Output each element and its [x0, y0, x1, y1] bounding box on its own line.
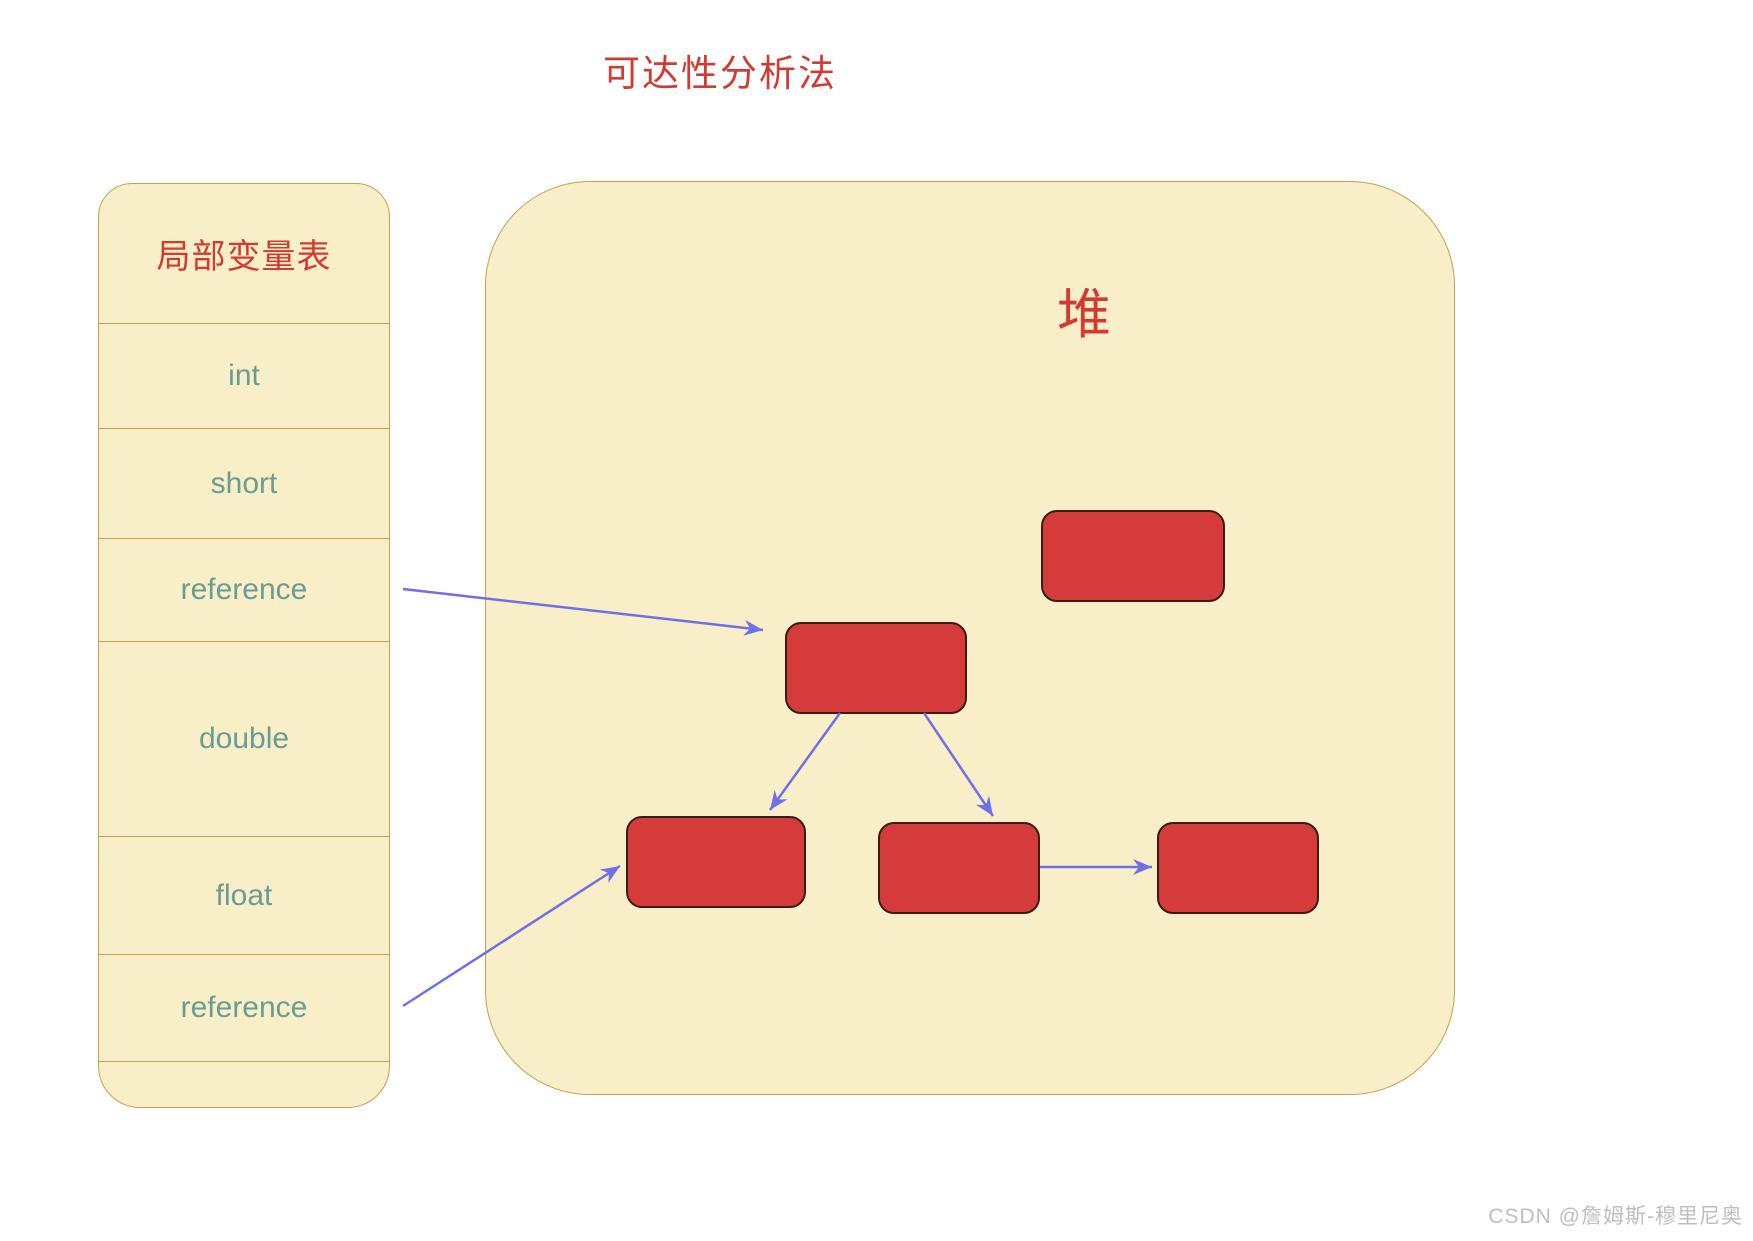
heap-object-c: [878, 822, 1040, 914]
table-row-reference-1: reference: [99, 538, 389, 641]
heap-label: 堆: [1057, 285, 1111, 345]
table-row-int: int: [99, 323, 389, 428]
local-variable-table: 局部变量表 int short reference double float r…: [98, 183, 390, 1108]
watermark: CSDN @詹姆斯-穆里尼奥: [1488, 1205, 1743, 1228]
table-row-short: short: [99, 428, 389, 538]
diagram-title: 可达性分析法: [603, 53, 837, 94]
heap-object-a: [785, 622, 967, 714]
table-row-reference-2: reference: [99, 954, 389, 1061]
table-row-float: float: [99, 836, 389, 954]
heap-object-b: [626, 816, 806, 908]
heap-object-d: [1157, 822, 1319, 914]
heap-region: 堆: [485, 181, 1455, 1095]
table-row-empty: [99, 1061, 389, 1107]
table-row-double: double: [99, 641, 389, 836]
table-header: 局部变量表: [156, 238, 332, 276]
heap-object-isolated: [1041, 510, 1225, 602]
